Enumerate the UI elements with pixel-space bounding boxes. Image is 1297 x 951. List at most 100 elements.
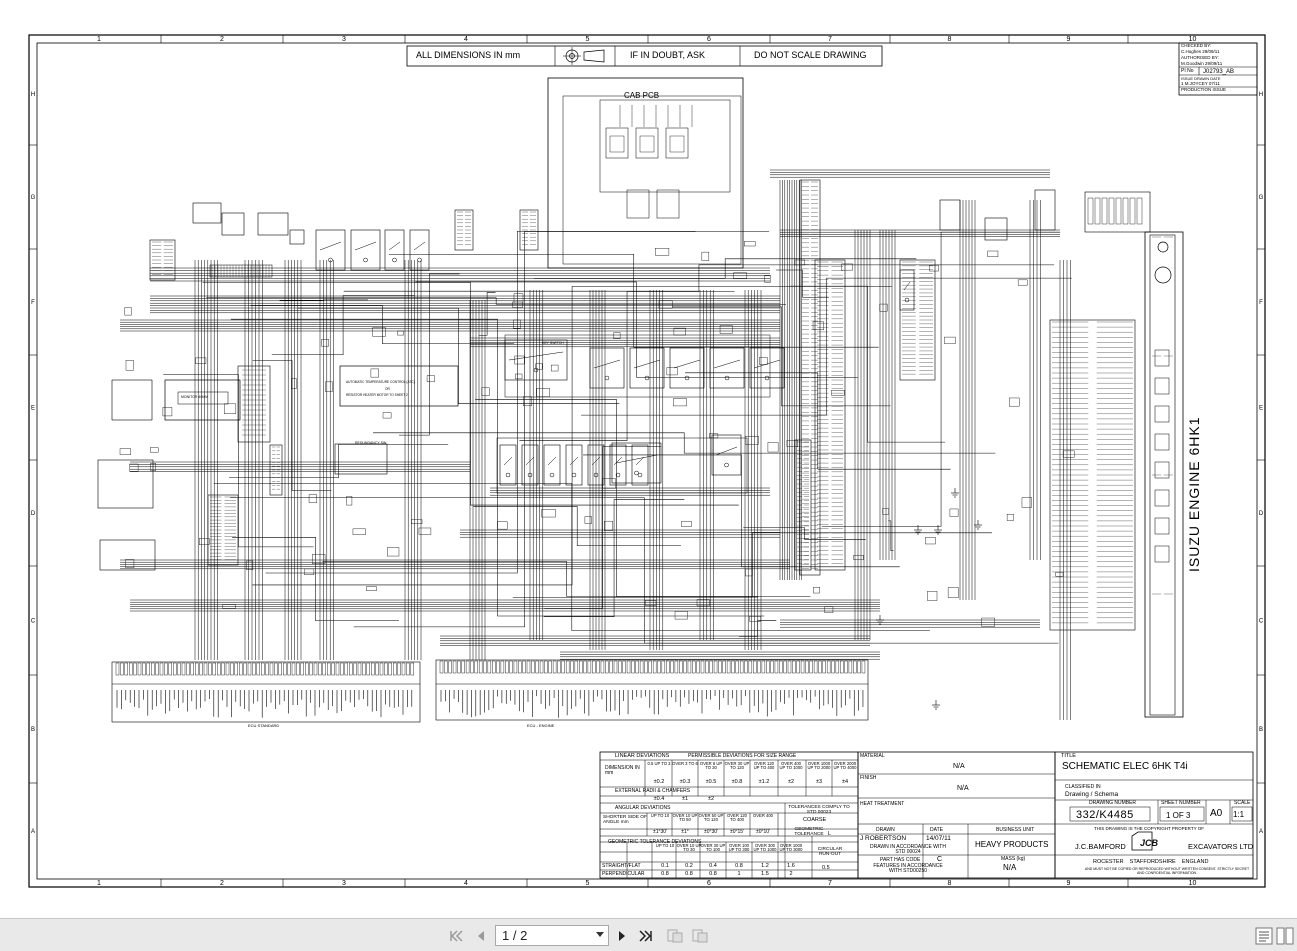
geoRanges-5: OVER 1000 UP TO 3000 <box>779 843 803 853</box>
business-label: BUSINESS UNIT <box>996 827 1035 833</box>
note-dimensions: ALL DIMENSIONS IN mm <box>416 50 521 60</box>
first-page-icon[interactable] <box>447 927 465 945</box>
rev-authorised: AUTHORISED BY: <box>1181 55 1219 60</box>
tol-angular: ANGULAR DEVIATIONS <box>615 805 671 811</box>
top-relay-b-1 <box>409 229 430 271</box>
geoStraight-1: 0.2 <box>685 863 693 869</box>
monitor-box <box>164 379 241 421</box>
angRanges-3: OVER 120 TO 400 <box>726 813 748 823</box>
geoStraight-4: 1.2 <box>761 863 769 869</box>
last-page-icon[interactable] <box>637 927 655 945</box>
geoRanges-4: OVER 300 UP TO 1000 <box>753 843 777 853</box>
drawn-label: DRAWN <box>876 827 895 833</box>
redundancy-box <box>334 443 388 475</box>
viewer-toolbar: 1 / 2 <box>0 918 1297 951</box>
grid-col-top-1: 1 <box>97 36 101 43</box>
grid-row-right-C: C <box>1259 619 1264 625</box>
grid-col-top-10: 10 <box>1189 36 1197 43</box>
legal-notice: AND MUST NOT BE COPIED OR REPRODUCED WIT… <box>1084 867 1250 875</box>
company-address: ROCESTER STAFFORDSHIRE ENGLAND <box>1093 859 1209 865</box>
angRanges-0: UP TO 10 <box>650 813 670 818</box>
outer-frame <box>28 34 1266 888</box>
grid-row-right-G: G <box>1259 195 1264 201</box>
date-label: DATE <box>930 827 943 833</box>
heat-label: HEAT TREATMENT <box>860 801 905 807</box>
grid-row-left-A: A <box>31 829 35 835</box>
engine-label: ISUZU ENGINE 6HK1 <box>1186 416 1202 572</box>
grid-row-right-B: B <box>1259 727 1263 733</box>
tol-linear: LINEAR DEVIATIONS <box>615 753 670 759</box>
grid-row-left-H: H <box>31 92 35 98</box>
tolRanges-1: OVER 3 TO 6 <box>672 761 698 766</box>
geoPerp-5: 2 <box>789 871 793 877</box>
tolValues-0: ±0.2 <box>653 779 665 785</box>
tol-circular: CIRCULAR RUN-OUT <box>817 847 843 857</box>
grid-col-bottom-6: 6 <box>707 880 711 887</box>
page-number-select[interactable]: 1 / 2 <box>495 925 609 946</box>
tol-geometric-dev: GEOMETRIC TOLERANCE DEVIATIONS <box>608 839 702 845</box>
rocker-switch-3 <box>709 347 745 389</box>
prev-page-icon[interactable] <box>472 927 490 945</box>
cab-pcb-label: CAB PCB <box>624 91 660 100</box>
tolValues-3: ±0.8 <box>731 779 743 785</box>
tol-straight: STRAIGHT/FLAT <box>602 863 641 869</box>
two-page-icon[interactable] <box>1275 926 1295 946</box>
tolExternal-0: ±0.4 <box>653 796 665 802</box>
right-top-connector <box>1084 191 1151 233</box>
engine-frame <box>1149 234 1176 716</box>
rocker-switch-1 <box>629 347 665 389</box>
grid-col-bottom-4: 4 <box>464 880 468 887</box>
title-label: TITLE <box>1061 753 1076 759</box>
ecu-engine-label: ECU - ENGINE <box>527 723 555 728</box>
top-relay-a-1 <box>350 229 381 271</box>
geoStraight-2: 0.4 <box>709 863 717 869</box>
drawing-number: 332/K4485 <box>1076 809 1134 821</box>
rev-checked: CHECKED BY: <box>1181 43 1212 48</box>
grid-row-right-D: D <box>1259 511 1264 517</box>
auto-temp-label: AUTOMATIC TEMPERATURE CONTROL (ATC) <box>346 380 415 384</box>
grid-col-bottom-1: 1 <box>97 880 101 887</box>
finish-label: FINISH <box>860 775 877 781</box>
tolValues-6: ±3 <box>815 779 823 785</box>
tolRanges-0: 0.5 UP TO 3 <box>647 761 671 766</box>
relay-5 <box>609 444 627 486</box>
tol-perpendicular: PERPENDICULAR <box>602 871 645 877</box>
fit-width-icon[interactable] <box>691 927 709 945</box>
revision-block <box>1178 42 1258 96</box>
engine-box <box>1144 231 1184 718</box>
features: FEATURES IN ACCORDANCE WITH STD00250 <box>873 863 943 874</box>
grid-row-left-D: D <box>31 511 36 517</box>
engine-connector-list <box>1049 319 1136 631</box>
classified-label: CLASSIFIED IN <box>1065 784 1101 790</box>
redundancy-label: REDUNDANCY SW <box>355 441 387 445</box>
angRanges-2: OVER 50 UP TO 120 <box>698 813 724 823</box>
single-page-icon[interactable] <box>1254 926 1274 946</box>
grid-col-bottom-10: 10 <box>1189 880 1197 887</box>
grid-col-top-5: 5 <box>586 36 590 43</box>
rev-pi-label: PI No <box>1181 68 1194 74</box>
rev-issue-row: 1 M.JOYCEY 07/11 <box>1181 81 1220 86</box>
drawing-number-label: DRAWING NUMBER <box>1089 800 1137 806</box>
relay-1 <box>521 444 539 486</box>
relay-c-0 <box>899 269 915 311</box>
business-value: HEAVY PRODUCTS <box>975 840 1049 849</box>
grid-col-top-8: 8 <box>948 36 952 43</box>
grid-col-bottom-7: 7 <box>828 880 832 887</box>
company-name-1: J.C.BAMFORD <box>1075 842 1126 851</box>
tol-dimension: DIMENSION IN mm <box>605 765 640 776</box>
geoStraight-3: 0.8 <box>735 863 743 869</box>
scale-label: SCALE <box>1234 800 1251 806</box>
geoRanges-1: OVER 10 UP TO 30 <box>676 843 702 853</box>
fit-page-icon[interactable] <box>666 927 684 945</box>
next-page-icon[interactable] <box>613 927 631 945</box>
grid-col-top-9: 9 <box>1067 36 1071 43</box>
rev-status: PRODUCTION ISSUE <box>1181 87 1227 92</box>
mass-value: N/A <box>1003 863 1017 872</box>
title-block-right <box>1054 751 1254 879</box>
cab-pcb-box <box>547 77 744 269</box>
rev-authorised-name: M.Goodwin 29/09/11 <box>1181 61 1223 66</box>
left-top-connector <box>149 239 176 281</box>
